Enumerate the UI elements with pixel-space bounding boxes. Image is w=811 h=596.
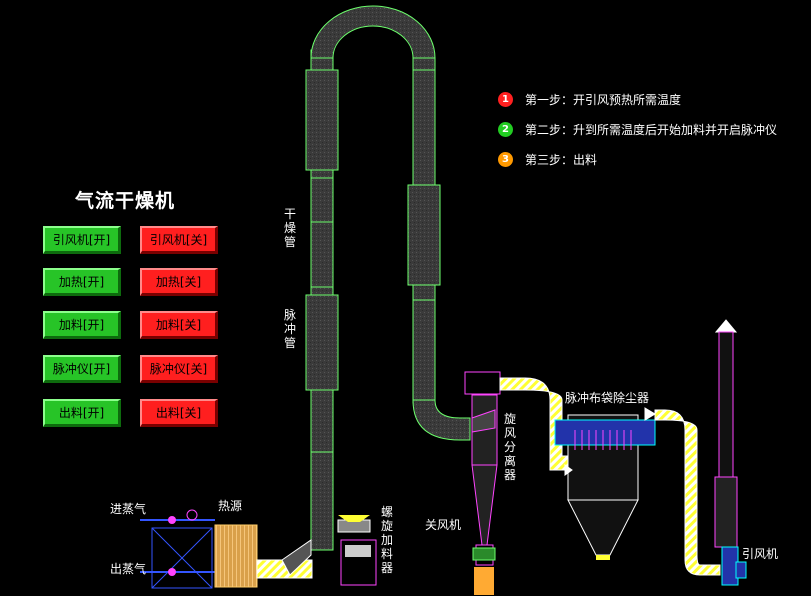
feed-on-button[interactable]: 加料[开] (43, 311, 121, 339)
drying-pipe (305, 5, 471, 551)
discharge-off-button[interactable]: 出料[关] (140, 399, 218, 427)
steam-out-label: 出蒸气 (110, 562, 147, 576)
induced-fan-on-button[interactable]: 引风机[开] (43, 226, 121, 254)
discharge-on-button[interactable]: 出料[开] (43, 399, 121, 427)
step-number-badge: 2 (498, 122, 513, 137)
steam-in-label: 进蒸气 (110, 502, 147, 516)
pulse-on-button[interactable]: 脉冲仪[开] (43, 355, 121, 383)
bag-filter (554, 407, 656, 560)
induced-fan-off-button[interactable]: 引风机[关] (140, 226, 218, 254)
bag-filter-label: 脉冲布袋除尘器 (565, 391, 650, 405)
step-number-badge: 3 (498, 152, 513, 167)
duct-to-fan (654, 409, 721, 576)
screw-feeder-label: 螺旋加料器 (380, 505, 393, 575)
cyclone-label: 旋风分离器 (503, 412, 516, 482)
dry-pipe-label: 干燥管 (283, 207, 296, 249)
close-fan (472, 547, 496, 595)
panel-title: 气流干燥机 (75, 190, 176, 212)
stack (714, 319, 747, 586)
induced-fan-label: 引风机 (742, 547, 779, 561)
step-text: 第二步：升到所需温度后开始加料并开启脉冲仪 (525, 123, 778, 137)
step-3: 3 第三步：出料 (498, 151, 597, 168)
step-text: 第三步：出料 (525, 153, 598, 167)
heat-source-label: 热源 (218, 499, 243, 513)
heater-system (140, 509, 313, 589)
screw-feeder (337, 515, 377, 586)
pulse-off-button[interactable]: 脉冲仪[关] (140, 355, 218, 383)
feed-off-button[interactable]: 加料[关] (140, 311, 218, 339)
pulse-pipe-label: 脉冲管 (283, 308, 296, 350)
close-fan-label: 关风机 (425, 518, 462, 532)
cyclone-separator (464, 371, 501, 566)
heat-off-button[interactable]: 加热[关] (140, 268, 218, 296)
step-1: 1 第一步：开引风预热所需温度 (498, 91, 681, 108)
step-2: 2 第二步：升到所需温度后开始加料并开启脉冲仪 (498, 121, 777, 138)
step-number-badge: 1 (498, 92, 513, 107)
step-text: 第一步：开引风预热所需温度 (525, 93, 682, 107)
heat-on-button[interactable]: 加热[开] (43, 268, 121, 296)
